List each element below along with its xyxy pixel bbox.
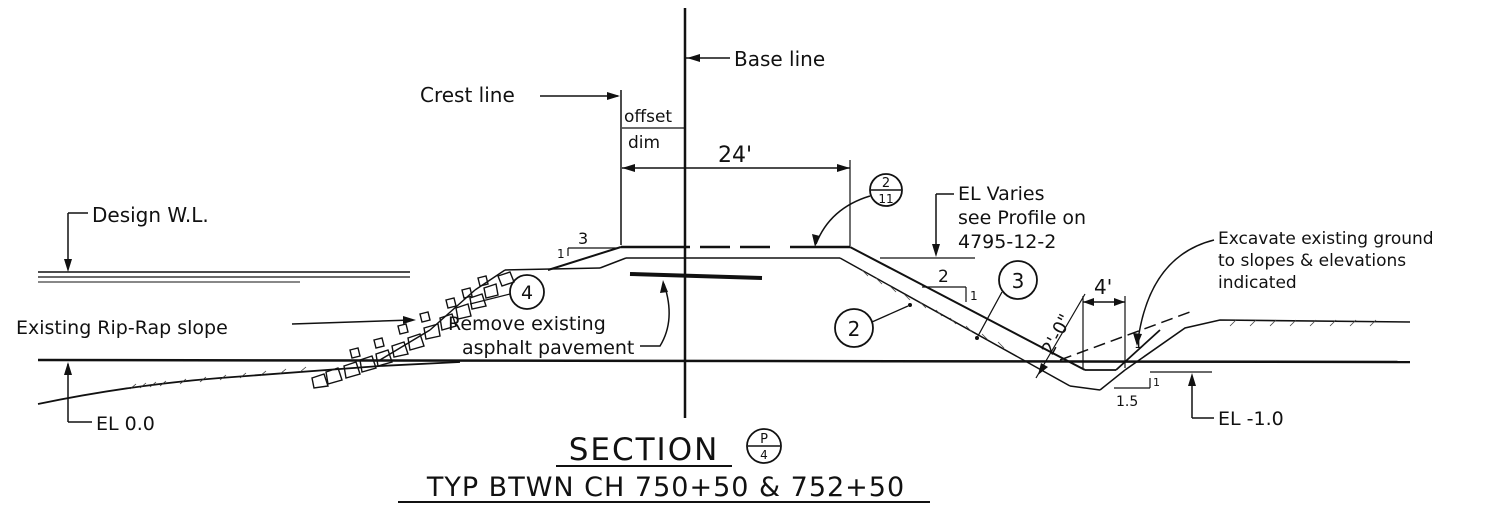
- ground-left: [37, 361, 461, 405]
- callout-2-11-leader: [815, 195, 871, 245]
- riprap-arrow: [403, 316, 416, 324]
- callout-3-label: 3: [1012, 269, 1025, 293]
- callout-4-circle: [509, 274, 545, 310]
- see-profile-label: see Profile on: [958, 207, 1086, 229]
- datum-el-0-line: [37, 358, 1411, 364]
- callout-4-leader: [469, 293, 511, 305]
- design-wl-arrow: [64, 259, 72, 272]
- ground-hatch-right: [1229, 319, 1377, 327]
- base-line-arrow: [687, 54, 700, 62]
- excavate-label-3: indicated: [1218, 273, 1297, 293]
- callout-4-label: 4: [521, 282, 533, 304]
- callout-2-11-bottom: 11: [878, 192, 893, 206]
- excavate-leader: [1137, 239, 1215, 341]
- callout-2-circle: [834, 308, 874, 348]
- section-title: SECTION: [569, 432, 720, 468]
- callout-2-11-top: 2: [882, 176, 890, 191]
- ground-hatch-left: [129, 366, 307, 390]
- callout-3-dot: [975, 336, 979, 340]
- callout-3-circle: [998, 260, 1038, 300]
- dim-24-arrow-left: [622, 164, 635, 172]
- riprap-leader: [291, 319, 413, 325]
- dim-4-arrow-right: [1114, 298, 1125, 306]
- callout-2-leader: [871, 305, 909, 323]
- remove-asphalt-label-2: asphalt pavement: [462, 337, 634, 359]
- design-wl-label: Design W.L.: [92, 203, 209, 227]
- callout-2-11-circle: [869, 173, 903, 207]
- el-varies-label: EL Varies: [958, 183, 1044, 205]
- dim-label: dim: [628, 133, 660, 153]
- section-subtitle: TYP BTWN CH 750+50 & 752+50: [426, 472, 905, 503]
- callout-2-dot: [908, 303, 912, 307]
- dim-2ft-arrow: [1038, 363, 1048, 375]
- dim-4-label: 4': [1094, 275, 1112, 299]
- dim-2ft-line: [1035, 293, 1086, 379]
- slope-1b-label: 1: [970, 289, 978, 303]
- crest-line-arrow: [607, 92, 620, 100]
- slope-1d-label: 1: [1153, 376, 1160, 389]
- dim-24-label: 24': [718, 143, 752, 168]
- el-0-arrow: [64, 362, 72, 375]
- excavation-dashed: [1059, 311, 1191, 361]
- slope-1a-label: 1: [557, 247, 565, 261]
- slope-15-label: 1.5: [1116, 394, 1138, 410]
- slope-3-label: 3: [578, 229, 588, 248]
- excavate-label-1: Excavate existing ground: [1218, 229, 1434, 249]
- slope-1c-label: 1: [1134, 336, 1143, 352]
- el-m1-label: EL -1.0: [1218, 408, 1284, 430]
- riprap-label: Existing Rip-Rap slope: [16, 317, 228, 339]
- excavate-label-2: to slopes & elevations: [1218, 251, 1406, 271]
- remove-asphalt-leader: [640, 283, 670, 347]
- base-line-label: Base line: [734, 47, 825, 71]
- el-m1-arrow: [1188, 373, 1196, 386]
- remove-asphalt-arrow: [660, 280, 668, 293]
- levee-new-surface: [547, 245, 1161, 371]
- callout-3-leader: [977, 291, 1003, 337]
- asphalt-pavement: [629, 272, 763, 280]
- callout-2-label: 2: [848, 317, 861, 341]
- ground-hatch-levee: [861, 269, 1005, 349]
- dim-4-arrow-left: [1083, 298, 1094, 306]
- el-varies-arrow: [932, 244, 940, 257]
- section-ref-top: P: [760, 432, 768, 447]
- dim-2ft-label: 2'-0": [1038, 311, 1077, 359]
- excavate-arrow: [1133, 333, 1142, 346]
- offset-label: offset: [624, 107, 672, 127]
- dim-24-arrow-right: [837, 164, 850, 172]
- callout-2-11-arrow: [812, 234, 820, 247]
- slope-2-label: 2: [938, 267, 949, 287]
- crest-line-label: Crest line: [420, 83, 515, 107]
- drawing-ref-label: 4795-12-2: [958, 231, 1056, 253]
- section-ref-circle: [746, 428, 782, 464]
- remove-asphalt-label-1: Remove existing: [448, 313, 606, 335]
- section-ref-bottom: 4: [760, 448, 768, 462]
- el-0-label: EL 0.0: [96, 413, 155, 435]
- water-surface: [38, 271, 410, 283]
